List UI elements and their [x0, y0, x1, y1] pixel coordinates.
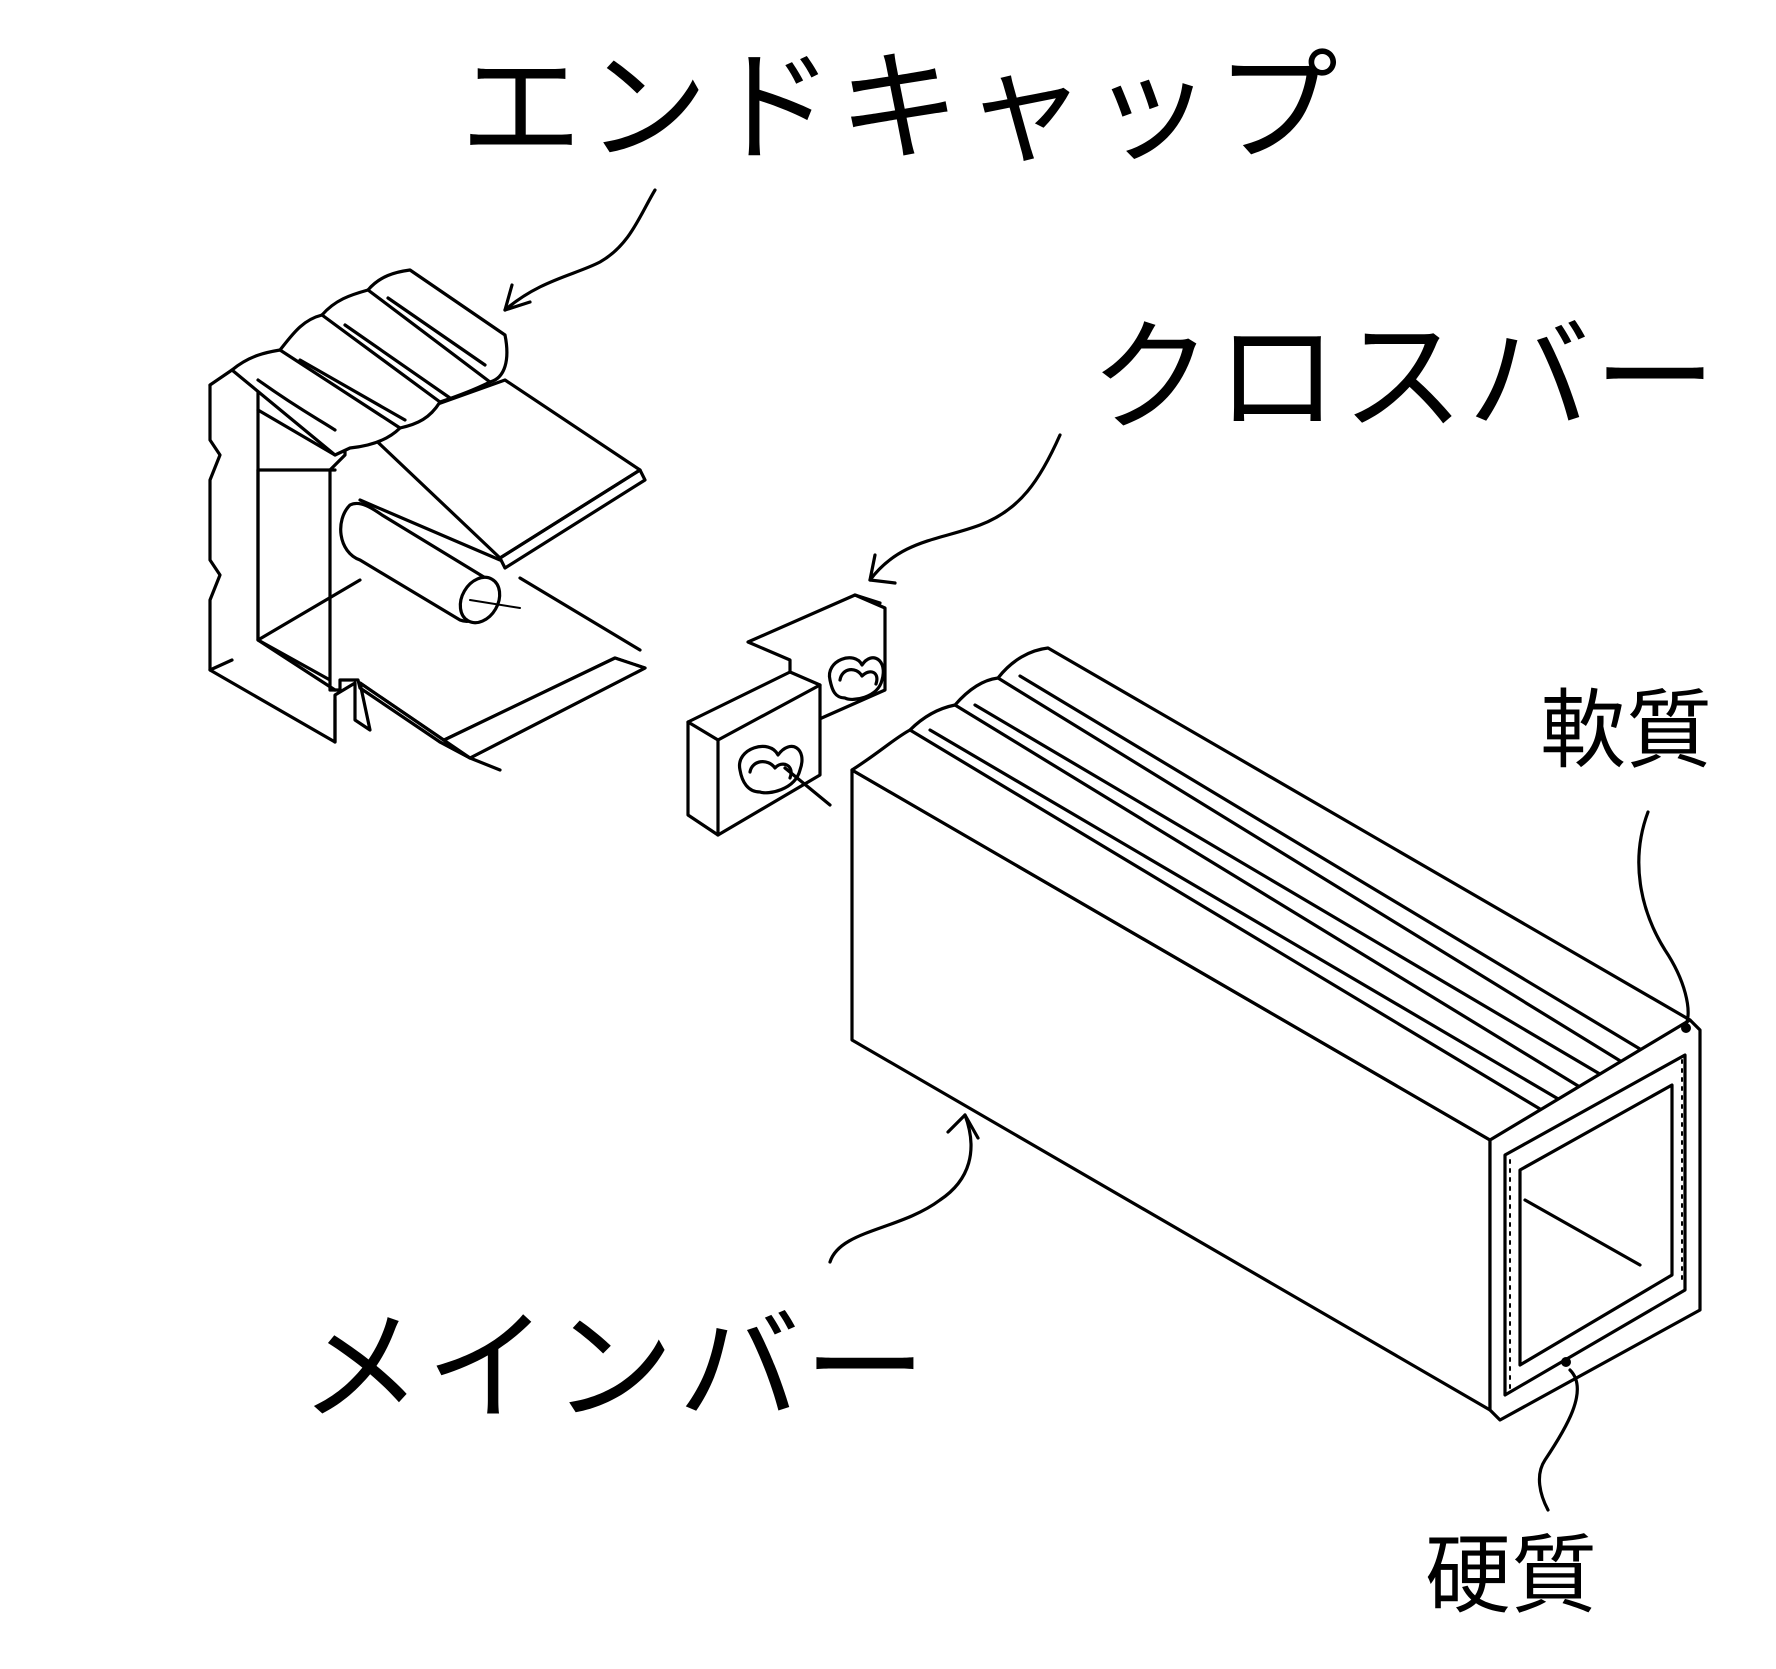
cross-bar-label: クロスバー [1090, 307, 1720, 449]
main-bar-part [850, 646, 1702, 1422]
main-bar-label: メインバー [300, 1297, 930, 1439]
end-cap-label: エンドキャップ [460, 37, 1342, 179]
soft-material-label: 軟質 [1540, 681, 1712, 781]
leader-lines [503, 188, 1690, 1512]
end-cap-part [208, 268, 647, 772]
hard-material-label: 硬質 [1425, 1526, 1597, 1626]
cross-bar-part [686, 593, 887, 837]
